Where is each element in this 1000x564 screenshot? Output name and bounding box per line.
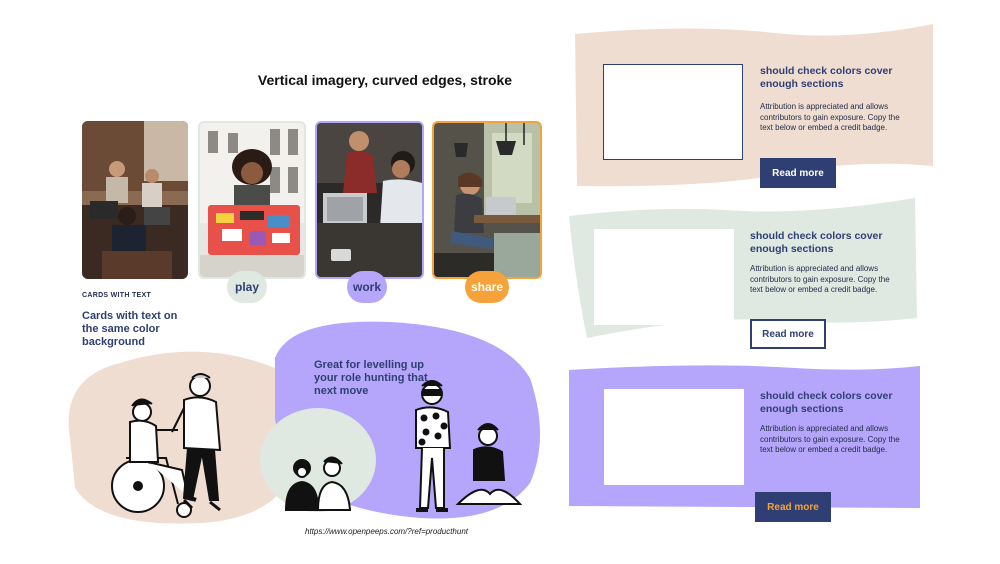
peep-dotted-sweater [415, 380, 452, 512]
cards-heading: Cards with text on the same color backgr… [82, 310, 178, 348]
panel-3-title: should check colors cover enough section… [760, 390, 893, 415]
panel-1-image-placeholder [603, 64, 743, 160]
panel-1-title: should check colors cover enough section… [760, 65, 893, 90]
peep-standing-man [171, 373, 222, 512]
credit-link[interactable]: https://www.openpeeps.com/?ref=producthu… [305, 527, 468, 536]
cards-eyebrow: CARDS WITH TEXT [82, 292, 152, 299]
photo-woman-cafe [432, 121, 542, 279]
illustration-blobs [68, 321, 540, 524]
panel-3-body: Attribution is appreciated and allows co… [760, 424, 900, 454]
illustration-caption: Great for levelling up your role hunting… [314, 359, 428, 397]
panel-1-read-more-button[interactable]: Read more [760, 158, 836, 188]
section-title: Vertical imagery, curved edges, stroke [257, 72, 513, 88]
pill-play[interactable]: play [227, 271, 267, 303]
panel-2-image-placeholder [594, 229, 734, 325]
panel-3-image-placeholder [604, 389, 744, 485]
pill-share[interactable]: share [465, 271, 509, 303]
photo-colleagues-laptop [315, 121, 424, 279]
panel-3-read-more-button[interactable]: Read more [755, 492, 831, 522]
photo-team-office [82, 121, 188, 279]
sage-blob [260, 408, 376, 512]
panel-2-body: Attribution is appreciated and allows co… [750, 264, 890, 294]
panel-2-title: should check colors cover enough section… [750, 230, 883, 255]
panel-1-body: Attribution is appreciated and allows co… [760, 102, 900, 132]
peep-sitting [455, 423, 523, 505]
pill-work[interactable]: work [347, 271, 387, 303]
photo-laptop-stickers [198, 121, 306, 279]
peep-pair [284, 456, 352, 511]
panel-2-read-more-button[interactable]: Read more [750, 319, 826, 349]
